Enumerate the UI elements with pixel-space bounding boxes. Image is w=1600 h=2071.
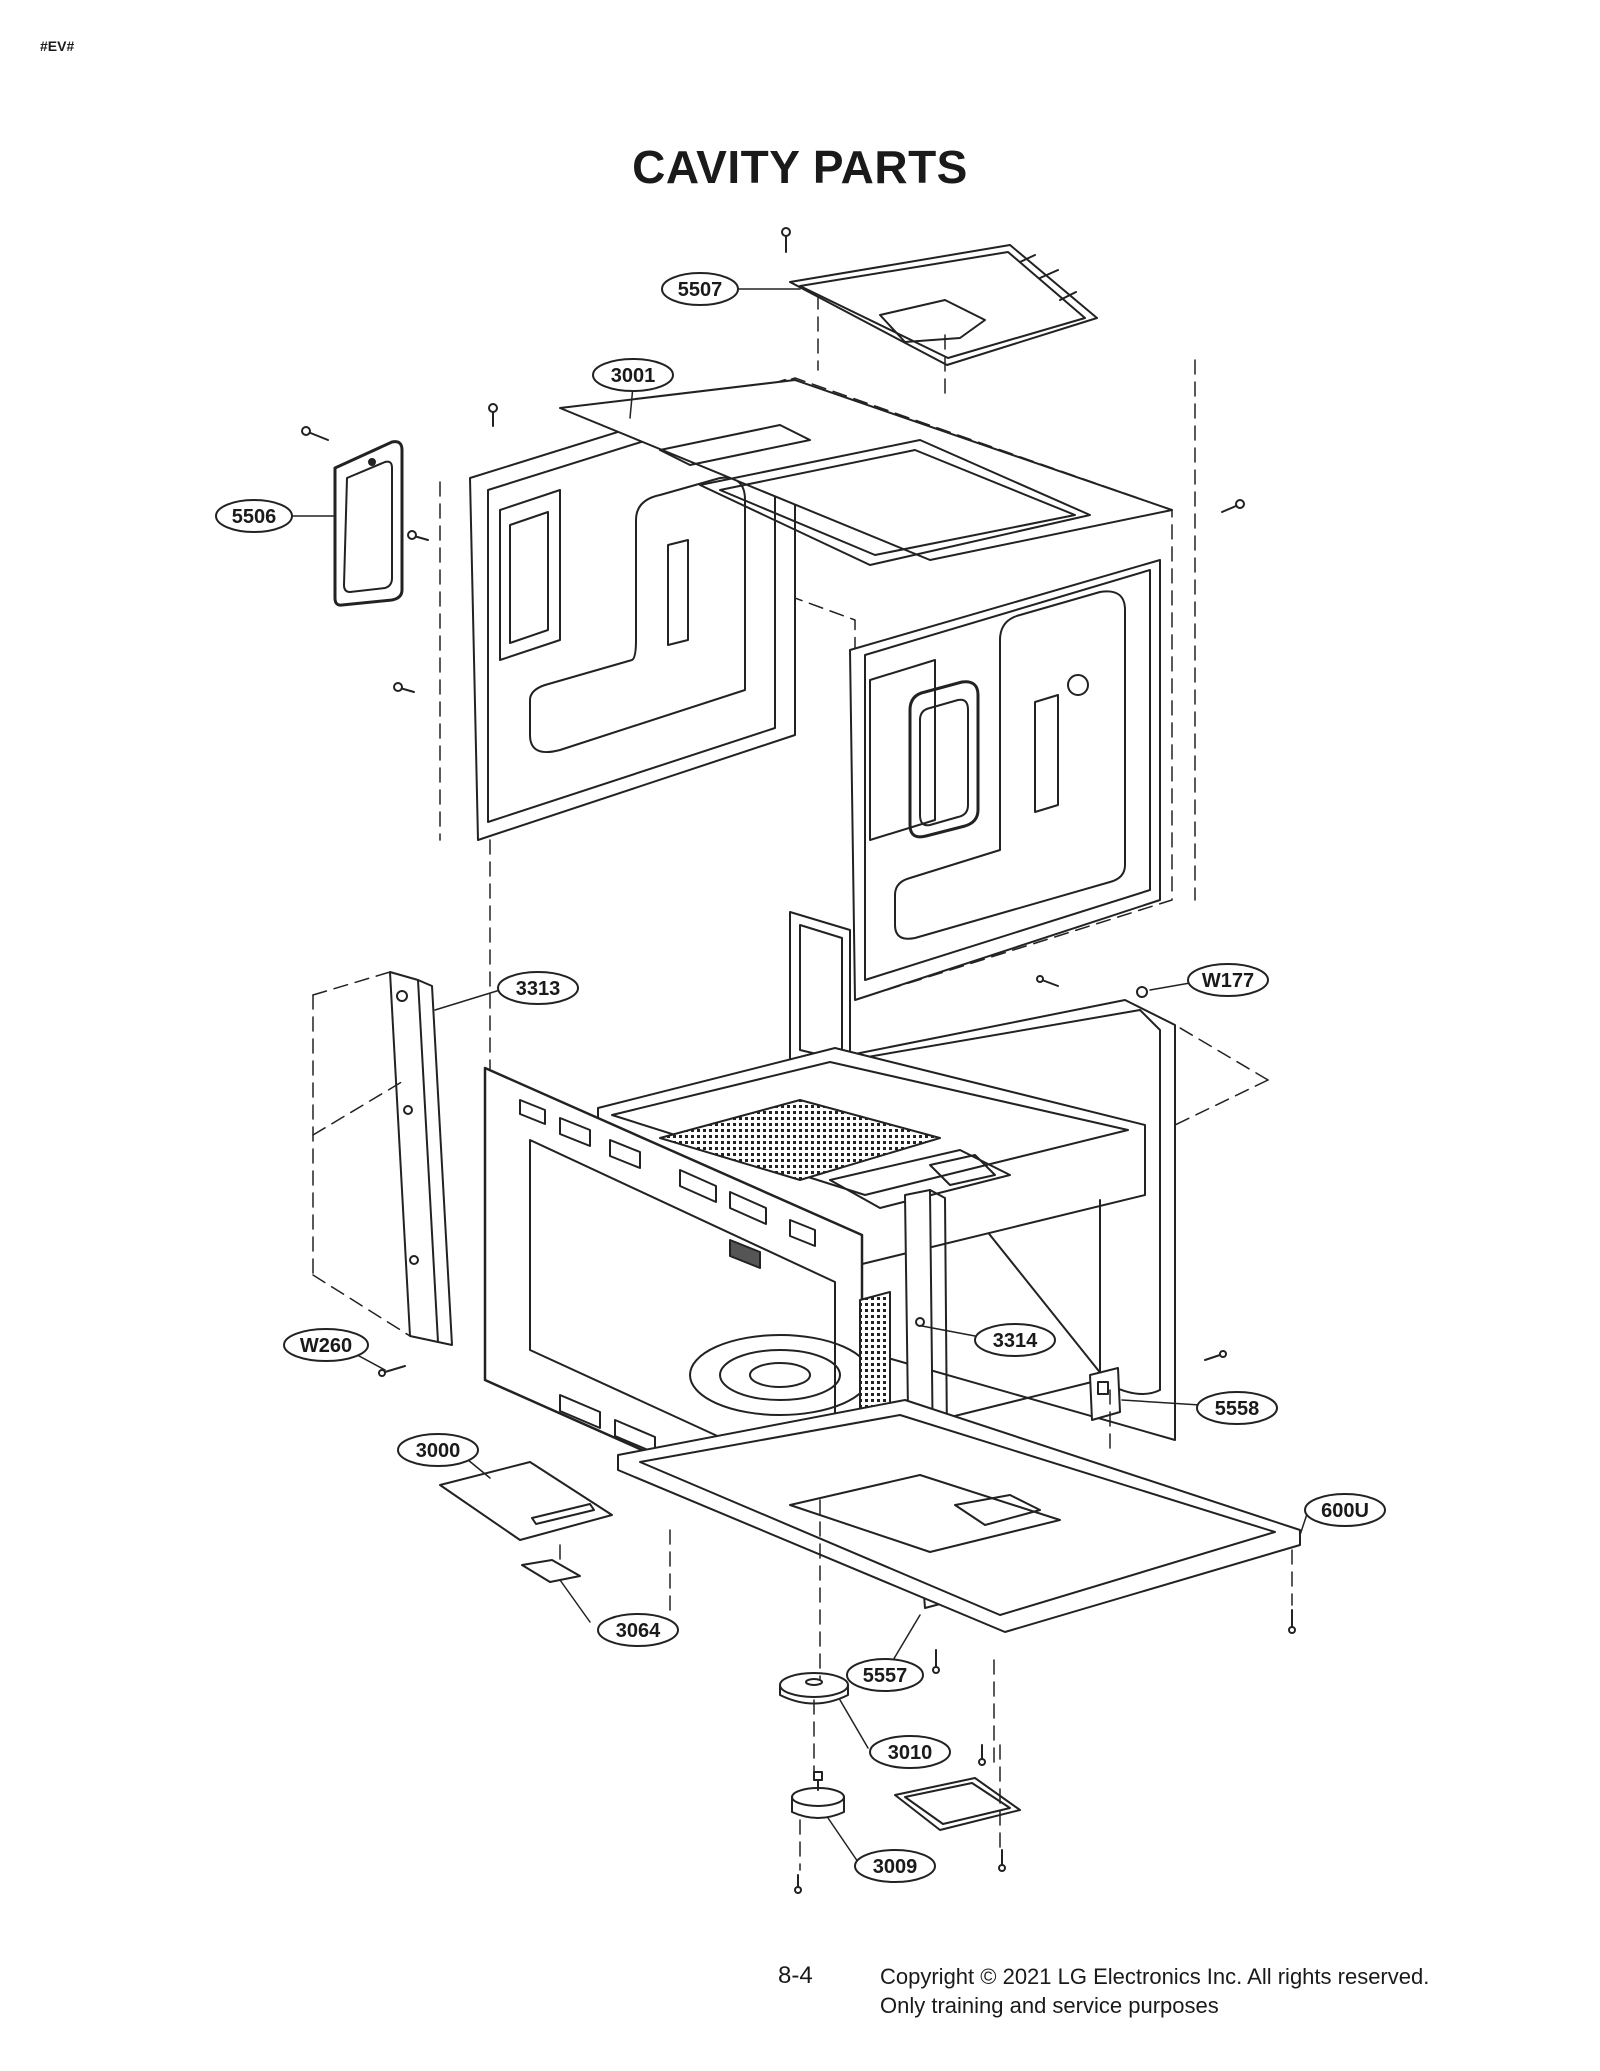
callout-3314: 3314 xyxy=(993,1330,1038,1352)
bottom-cover xyxy=(894,1777,1021,1831)
callout-ovals xyxy=(215,272,1386,1883)
document-tag: #EV# xyxy=(40,38,75,54)
footer-text: Copyright © 2021 LG Electronics Inc. All… xyxy=(880,1962,1429,2020)
cover-3000 xyxy=(439,1461,613,1541)
callout-5558: 5558 xyxy=(1215,1398,1260,1420)
top-cover-plate-5507 xyxy=(789,244,1098,366)
assembly-guide-lines xyxy=(312,294,1293,1871)
callout-w260: W260 xyxy=(300,1335,352,1357)
screw-top xyxy=(781,227,791,253)
callout-3064: 3064 xyxy=(616,1620,661,1642)
callout-3001: 3001 xyxy=(611,365,656,387)
callout-3010: 3010 xyxy=(888,1742,933,1764)
callout-3313: 3313 xyxy=(516,978,561,1000)
copyright-line: Copyright © 2021 LG Electronics Inc. All… xyxy=(880,1964,1430,1989)
usage-note: Only training and service purposes xyxy=(880,1993,1219,2018)
side-frame-5506 xyxy=(333,440,404,607)
callout-5507: 5507 xyxy=(678,279,723,301)
base-plate-600U xyxy=(617,1399,1301,1633)
callout-5506: 5506 xyxy=(232,506,277,528)
callout-w177: W177 xyxy=(1202,970,1254,992)
callout-3009: 3009 xyxy=(873,1856,918,1878)
page-title: CAVITY PARTS xyxy=(632,141,968,193)
cavity-wrap-3001 xyxy=(469,377,1173,1001)
plate-3064 xyxy=(521,1559,581,1583)
cavity-right-wall xyxy=(849,559,1161,1001)
callout-600u: 600U xyxy=(1321,1500,1369,1522)
motor-3009 xyxy=(791,1771,845,1819)
coupler-3010 xyxy=(779,1672,849,1705)
screws-bottom xyxy=(378,975,1296,1894)
bracket-5558 xyxy=(1089,1367,1121,1421)
callout-5557: 5557 xyxy=(863,1665,908,1687)
screws-left xyxy=(301,403,1245,693)
page-number: 8-4 xyxy=(778,1962,813,1989)
bracket-3313 xyxy=(389,971,453,1346)
callout-3000: 3000 xyxy=(416,1440,461,1462)
